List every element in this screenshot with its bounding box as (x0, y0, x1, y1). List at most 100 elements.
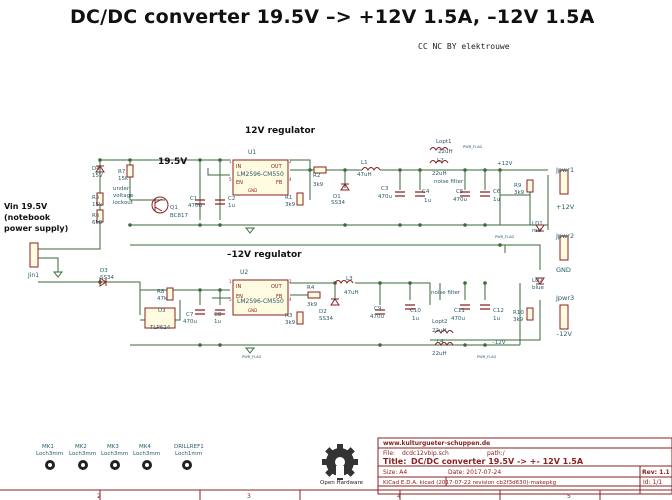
jpwr1-ref: Jpwr1 (555, 166, 574, 174)
c7-ref: C7 (186, 312, 194, 318)
uvlo-3: lockout (113, 200, 134, 206)
r3-val: 3k9 (285, 320, 296, 326)
u2-pin5: 5 (229, 297, 232, 302)
u1-pin-fb: FB (276, 180, 283, 186)
r9-val: 3k9 (514, 190, 525, 196)
c10-val: 1u (412, 316, 419, 322)
vin-line2: (notebook (4, 213, 51, 222)
r9-body (526, 179, 534, 193)
u2-gnd: GND (248, 308, 257, 313)
jin1-body (29, 242, 39, 268)
minus12-net: –12V (492, 340, 506, 346)
mounting-holes (45, 460, 192, 470)
r5-body (96, 192, 104, 206)
pwr-flag-4: PWR_FLAG (477, 355, 497, 359)
title-block (0, 437, 672, 500)
u2-part: LM2596-CM550 (237, 298, 284, 305)
mk3-ref: MK3 (107, 444, 119, 450)
r7-body (126, 164, 134, 178)
pwr-flag-1: PWR_FLAG (463, 145, 483, 149)
l1-val: 47uH (357, 172, 372, 178)
d3-ref: D3 (100, 268, 108, 274)
u1-ref: U1 (248, 149, 256, 156)
capacitors (195, 191, 490, 315)
tb-size: Size: A4 (383, 469, 407, 476)
ground-symbols (52, 227, 256, 354)
pwr-flag-3: PWR_FLAG (242, 355, 262, 359)
connector-labels: Jpwr1 +12V Jpwr2 GND Jpwr3 –12V (555, 166, 575, 338)
r6-ref: R6 (92, 213, 100, 219)
jpwr3-body (559, 304, 569, 330)
ld1-val: red (532, 228, 541, 234)
jpwr1-label: +12V (556, 203, 575, 211)
u1-pin-out: OUT (271, 164, 283, 170)
c9-ref: C9 (374, 306, 382, 312)
d2-ref: D2 (319, 309, 327, 315)
u2-pin2: 2 (289, 279, 292, 284)
vin-net-label: 19.5V (158, 157, 187, 167)
r4-ref: R4 (307, 285, 315, 291)
component-labels: D4 15V R7 15k under voltage lockout R5 1… (92, 139, 545, 357)
d1-ref: D1 (333, 194, 341, 200)
tb-date: Date: 2017-07-24 (448, 469, 501, 476)
jpwr2-label: GND (556, 266, 571, 274)
c12-ref: C12 (493, 308, 504, 314)
mk2-ref: MK2 (75, 444, 87, 450)
nf2: noise filter (431, 290, 461, 296)
mk1-val: Loch3mm (36, 451, 63, 457)
l3-ref: L3 (346, 276, 353, 282)
frame-number-4: 4 (397, 493, 401, 500)
u2-pin-en: EN (236, 294, 243, 300)
u1-pin4: 4 (289, 177, 292, 182)
r6-val: 6k8 (92, 220, 103, 226)
r8-body (166, 287, 174, 301)
c3-ref: C3 (381, 186, 389, 192)
mk4-ref: MK4 (139, 444, 151, 450)
l2-val: 22uH (432, 171, 447, 177)
tb-title-label: Title: (383, 457, 406, 466)
q1-transistor (151, 196, 169, 214)
jpwr3-ref: Jpwr3 (555, 294, 574, 302)
c6-ref: C6 (493, 189, 501, 195)
r8-ref: R8 (157, 289, 165, 295)
open-hardware-logo (322, 444, 358, 480)
d2-val: SS34 (319, 316, 333, 322)
junctions (98, 158, 502, 347)
u2-pin-fb: FB (276, 294, 283, 300)
q1-val: BC817 (170, 213, 189, 219)
nf1: noise filter (434, 179, 464, 185)
mk4-val: Loch3mm (133, 451, 160, 457)
tb-file: dcdc12vbip.sch (402, 450, 449, 457)
r2-ref: R2 (313, 173, 320, 179)
l2-ref: L2 (437, 158, 444, 164)
regm12-label: –12V regulator (227, 250, 302, 260)
frame-numbers: 2 3 4 5 (97, 493, 571, 500)
u2-pin-out: OUT (271, 284, 283, 290)
u1-pin-en: EN (236, 180, 243, 186)
mk1-ref: MK1 (42, 444, 54, 450)
q1-ref: Q1 (170, 205, 178, 211)
pwr-flags: PWR_FLAG PWR_FLAG PWR_FLAG PWR_FLAG (242, 145, 515, 359)
u2-pin4: 4 (289, 297, 292, 302)
r8-val: 47k (157, 296, 168, 302)
tb-kicad: KiCad E.D.A. kicad (2017-07-22 revision … (383, 480, 557, 486)
frame-number-2: 2 (97, 493, 101, 500)
l1-ref: L1 (361, 160, 368, 166)
c8-ref: C8 (214, 312, 222, 318)
page-title: DC/DC converter 19.5V –> +12V 1.5A, –12V… (70, 6, 595, 28)
c4-ref: C4 (422, 189, 430, 195)
c11-val: 470u (451, 316, 465, 322)
c5-val: 470u (453, 197, 467, 203)
c7-val: 470u (183, 319, 197, 325)
u3-body (144, 307, 176, 329)
frame-number-3: 3 (247, 493, 251, 500)
r2-val: 3k9 (313, 182, 324, 188)
d4-ref: D4 (92, 166, 100, 172)
c3-val: 470u (378, 194, 392, 200)
tb-rev: Rev: 1.1 (642, 469, 670, 476)
c1-ref: C1 (190, 196, 197, 202)
license-note: CC NC BY elektrouwe (418, 42, 510, 51)
r1-val: 3k9 (285, 202, 296, 208)
c4-val: 1u (424, 198, 431, 204)
r7-val: 15k (118, 176, 129, 182)
